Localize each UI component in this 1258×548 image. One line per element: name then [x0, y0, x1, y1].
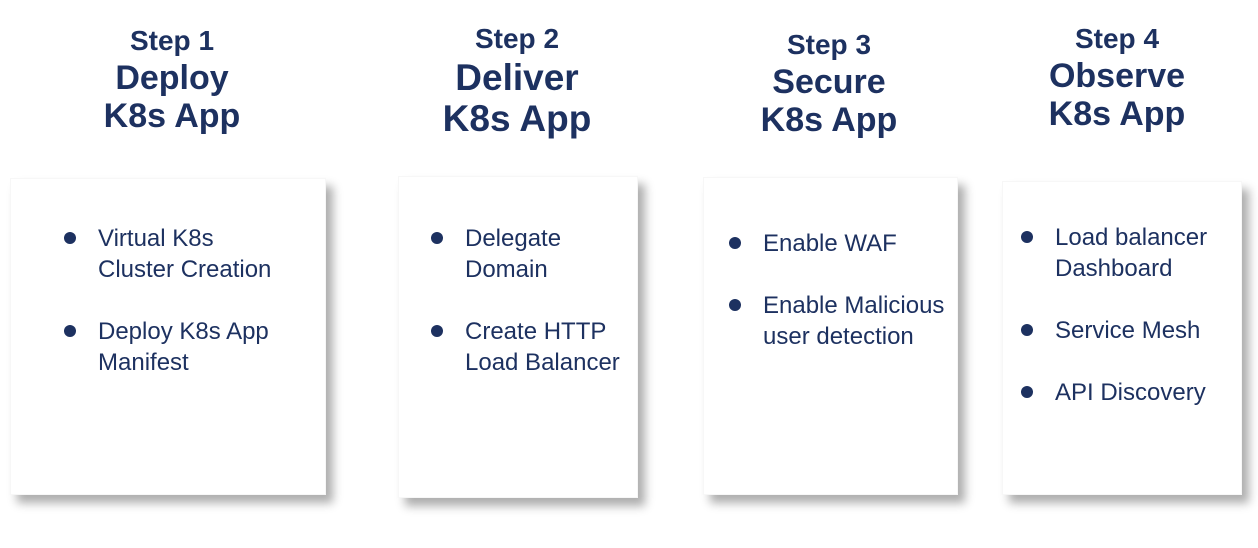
bullet-list: Virtual K8s Cluster Creation Deploy K8s … [64, 223, 311, 378]
bullet-text-line: Service Mesh [1055, 317, 1201, 344]
list-item: Enable WAF [729, 228, 947, 259]
step-4-header: Step 4 Observe K8s App [987, 20, 1247, 133]
bullet-text: Delegate Domain [465, 223, 561, 285]
step-label: Step 2 [474, 23, 560, 54]
bullet-text-line: Dashboard [1055, 255, 1173, 282]
bullet-text: Virtual K8s Cluster Creation [98, 223, 271, 285]
step-label: Step 1 [129, 25, 215, 56]
bullet-icon [431, 325, 443, 337]
bullet-text: Enable Malicious user detection [763, 290, 944, 352]
step-3-card: Enable WAF Enable Malicious user detecti… [703, 177, 958, 495]
step-4-card: Load balancer Dashboard Service Mesh API… [1002, 181, 1242, 495]
bullet-icon [1021, 386, 1033, 398]
bullet-icon [64, 232, 76, 244]
bullet-text-line: user detection [763, 323, 914, 350]
step-title-line: Observe [1048, 57, 1186, 95]
list-item: Delegate Domain [431, 223, 625, 285]
bullet-text-line: Create HTTP [465, 318, 607, 345]
bullet-icon [431, 232, 443, 244]
bullet-list: Load balancer Dashboard Service Mesh API… [1021, 222, 1231, 408]
step-3-header: Step 3 Secure K8s App [699, 26, 959, 139]
bullet-list: Enable WAF Enable Malicious user detecti… [729, 228, 947, 352]
bullet-text: Deploy K8s App Manifest [98, 316, 269, 378]
bullet-text: Create HTTP Load Balancer [465, 316, 620, 378]
step-title-line: Secure [772, 63, 886, 101]
bullet-text-line: Manifest [98, 349, 189, 376]
bullet-text-line: Domain [465, 256, 548, 283]
bullet-text-line: Delegate [465, 225, 562, 252]
bullet-icon [1021, 324, 1033, 336]
bullet-text: Load balancer Dashboard [1055, 222, 1207, 284]
bullet-list: Delegate Domain Create HTTP Load Balance… [431, 223, 625, 378]
list-item: Virtual K8s Cluster Creation [64, 223, 311, 285]
bullet-text-line: Deploy K8s App [98, 318, 269, 345]
step-label: Step 3 [786, 29, 872, 60]
step-title-line: K8s App [103, 97, 241, 135]
step-1-card: Virtual K8s Cluster Creation Deploy K8s … [10, 178, 326, 495]
step-title-line: K8s App [760, 101, 898, 139]
list-item: API Discovery [1021, 377, 1231, 408]
list-item: Load balancer Dashboard [1021, 222, 1231, 284]
bullet-icon [729, 237, 741, 249]
list-item: Enable Malicious user detection [729, 290, 947, 352]
bullet-text: API Discovery [1055, 377, 1206, 408]
bullet-text-line: Virtual K8s [98, 225, 214, 252]
step-2-header: Step 2 Deliver K8s App [387, 20, 647, 139]
list-item: Deploy K8s App Manifest [64, 316, 311, 378]
step-title-line: K8s App [442, 98, 592, 139]
step-title-line: Deploy [115, 59, 229, 97]
step-title-line: Deliver [455, 57, 579, 98]
step-2-card: Delegate Domain Create HTTP Load Balance… [398, 176, 638, 498]
bullet-icon [64, 325, 76, 337]
bullet-text-line: Enable WAF [763, 230, 897, 257]
bullet-text-line: Enable Malicious [763, 292, 945, 319]
list-item: Service Mesh [1021, 315, 1231, 346]
bullet-text-line: Cluster Creation [98, 256, 272, 283]
bullet-text-line: Load Balancer [465, 349, 620, 376]
bullet-icon [729, 299, 741, 311]
bullet-text-line: API Discovery [1055, 379, 1206, 406]
step-title-line: K8s App [1048, 95, 1186, 133]
bullet-icon [1021, 231, 1033, 243]
step-1-header: Step 1 Deploy K8s App [42, 22, 302, 135]
bullet-text: Enable WAF [763, 228, 897, 259]
list-item: Create HTTP Load Balancer [431, 316, 625, 378]
bullet-text-line: Load balancer [1055, 224, 1208, 251]
bullet-text: Service Mesh [1055, 315, 1200, 346]
step-label: Step 4 [1074, 23, 1160, 54]
